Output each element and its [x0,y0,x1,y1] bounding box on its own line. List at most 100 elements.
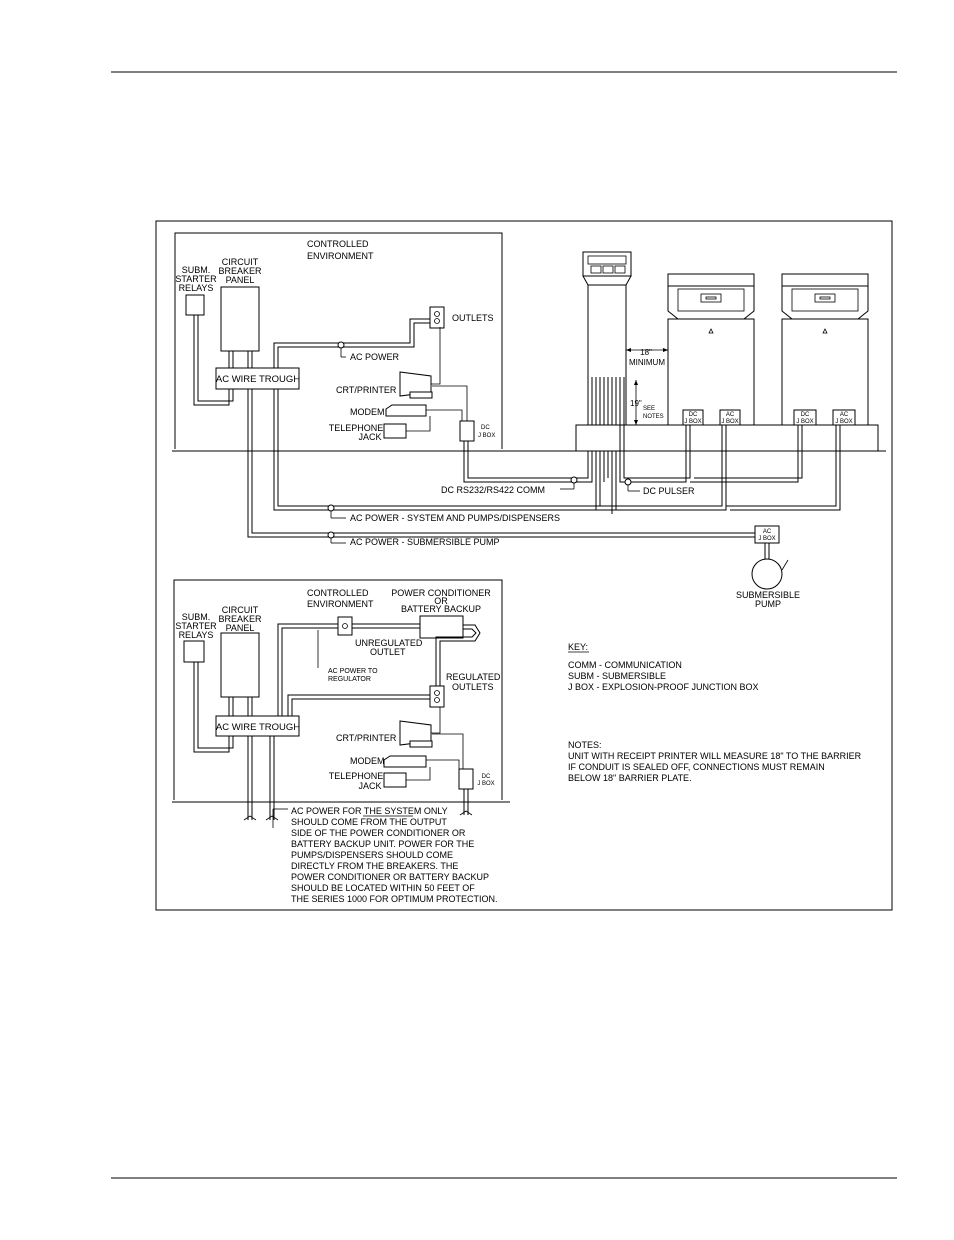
bottom-diagram: CONTROLLED ENVIRONMENT POWER CONDITIONER… [172,579,510,904]
ac-subm-label: AC POWER - SUBMERSIBLE PUMP [350,537,500,547]
svg-text:DIRECTLY FROM THE BREAKERS. TH: DIRECTLY FROM THE BREAKERS. THE [291,861,458,871]
modem-icon-2 [383,755,427,768]
telephone-jack-box [383,423,407,439]
svg-text:PUMPS/DISPENSERS SHOULD COME: PUMPS/DISPENSERS SHOULD COME [291,850,453,860]
breaker-3: PANEL [226,275,255,285]
ac-power-label: AC POWER [350,352,400,362]
svg-text:DC: DC [801,412,810,418]
svg-text:OR: OR [434,596,448,606]
subm-pump-1: SUBMERSIBLE [736,590,800,600]
svg-text:SUBM - SUBMERSIBLE: SUBM - SUBMERSIBLE [568,671,666,681]
regulated-outlets-box [429,685,445,708]
dc-jbox-disp1 [682,409,704,426]
outlets-box [429,306,445,329]
dcjbox-2: J BOX [478,433,495,439]
notes-title: NOTES: [568,740,602,750]
svg-text:SHOULD COME FROM THE OUTPUT: SHOULD COME FROM THE OUTPUT [291,817,447,827]
see-notes-2: NOTES [643,414,664,420]
pulser-label: DC PULSER [643,486,695,496]
breaker-2: BREAKER [218,266,262,276]
svg-text:BELOW 18" BARRIER PLATE.: BELOW 18" BARRIER PLATE. [568,773,692,783]
svg-text:AC WIRE TROUGH: AC WIRE TROUGH [216,722,300,733]
svg-text:J BOX - EXPLOSION-PROOF JUNC: J BOX - EXPLOSION-PROOF JUNCTION BOX [568,682,759,692]
svg-text:J BOX: J BOX [796,419,813,425]
figure-frame [155,220,893,911]
subm-relays-1: SUBM. [182,265,211,275]
svg-text:J BOX: J BOX [758,536,775,542]
svg-text:ENVIRONMENT: ENVIRONMENT [307,599,374,609]
pump-island [575,424,879,452]
in19-label: 19" [630,399,642,408]
svg-text:J BOX: J BOX [835,419,852,425]
svg-text:AC: AC [726,412,735,418]
svg-text:THE SERIES 1000 FOR OPTIMUM PR: THE SERIES 1000 FOR OPTIMUM PROTECTION. [291,894,498,904]
svg-text:J BOX: J BOX [721,419,738,425]
breaker-1: CIRCUIT [222,257,259,267]
svg-text:AC: AC [840,412,849,418]
svg-text:BREAKER: BREAKER [218,614,262,624]
ac-jbox-subm [754,525,780,544]
svg-text:JACK: JACK [358,781,381,791]
svg-text:STARTER: STARTER [175,621,217,631]
submersible-pump-icon [751,558,783,590]
svg-text:REGULATOR: REGULATOR [328,676,371,683]
svg-text:CRT/PRINTER: CRT/PRINTER [336,733,397,743]
telephone-jack-box-2 [383,772,407,788]
ac-jbox-disp2 [832,409,856,426]
dispenser-2 [781,273,869,426]
svg-text:OUTLETS: OUTLETS [452,682,494,692]
ac-wire-trough-label: AC WIRE TROUGH [216,374,300,385]
svg-text:POWER CONDITIONER OR BATTERY B: POWER CONDITIONER OR BATTERY BACKUP [291,872,489,882]
min18-2: MINIMUM [629,358,665,367]
svg-text:SHOULD BE LOCATED WITHIN 50 FE: SHOULD BE LOCATED WITHIN 50 FEET OF [291,883,475,893]
telephone-1: TELEPHONE [329,423,384,433]
svg-text:SUBM.: SUBM. [182,612,211,622]
modem-icon [385,404,427,417]
subm-pump-2: PUMP [755,599,781,609]
svg-text:IF CONDUIT IS SEALED OFF, CONN: IF CONDUIT IS SEALED OFF, CONNECTIONS MU… [568,762,825,772]
ac-jbox-disp1 [719,409,741,426]
svg-text:PANEL: PANEL [226,623,255,633]
dcjbox-1: DC [481,425,490,431]
bottom-note-line-1: AC POWER FOR THE SYSTEM ONLY [291,806,448,816]
svg-text:DC: DC [689,412,698,418]
svg-text:CIRCUIT: CIRCUIT [222,605,259,615]
svg-text:RELAYS: RELAYS [179,630,214,640]
modem-label: MODEM [350,407,385,417]
dispenser-1 [667,273,755,426]
ac-system-label: AC POWER - SYSTEM AND PUMPS/DISPENSERS [350,513,560,523]
svg-text:UNIT WITH RECEIPT PRINTER WILL: UNIT WITH RECEIPT PRINTER WILL MEASURE 1… [568,751,862,761]
svg-text:REGULATED: REGULATED [446,672,501,682]
svg-text:BATTERY BACKUP UNIT. POWER FO: BATTERY BACKUP UNIT. POWER FOR THE [291,839,474,849]
svg-text:SIDE OF THE POWER CONDITIONER: SIDE OF THE POWER CONDITIONER OR [291,828,466,838]
telephone-2: JACK [358,432,381,442]
svg-text:J BOX: J BOX [684,419,701,425]
svg-text:POWER CONDITIONER: POWER CONDITIONER [391,588,491,598]
env-title-2: ENVIRONMENT [307,251,374,261]
ac-wire-trough-box [215,367,300,390]
unregulated-outlet-box [337,616,353,636]
key-title: KEY: [568,642,588,652]
svg-text:CONTROLLED: CONTROLLED [307,588,369,598]
svg-text:OUTLET: OUTLET [370,647,406,657]
breaker-panel-box-2 [220,632,260,698]
power-conditioner-box [419,615,464,639]
svg-text:J BOX: J BOX [477,781,494,787]
notes-block: NOTES: UNIT WITH RECEIPT PRINTER WILL ME… [568,740,862,783]
svg-text:AC POWER TO: AC POWER TO [328,668,378,675]
key-block: KEY: COMM - COMMUNICATION SUBM - SUBMERS… [568,642,759,692]
dc-jbox-bottom [458,768,474,790]
outlets-label: OUTLETS [452,313,494,323]
subm-relays-box [185,294,205,316]
env-title-1: CONTROLLED [307,239,369,249]
top-diagram: CONTROLLED ENVIRONMENT SUBM. STARTER REL… [172,232,886,609]
controlled-environment-room-2 [173,579,503,800]
svg-text:COMM - COMMUNICATION: COMM - COMMUNICATION [568,660,682,670]
breaker-panel-box [220,286,260,352]
see-notes-1: SEE [643,406,655,412]
svg-text:AC: AC [763,529,772,535]
svg-text:TELEPHONE: TELEPHONE [329,771,384,781]
dc-jbox-disp2 [793,409,817,426]
